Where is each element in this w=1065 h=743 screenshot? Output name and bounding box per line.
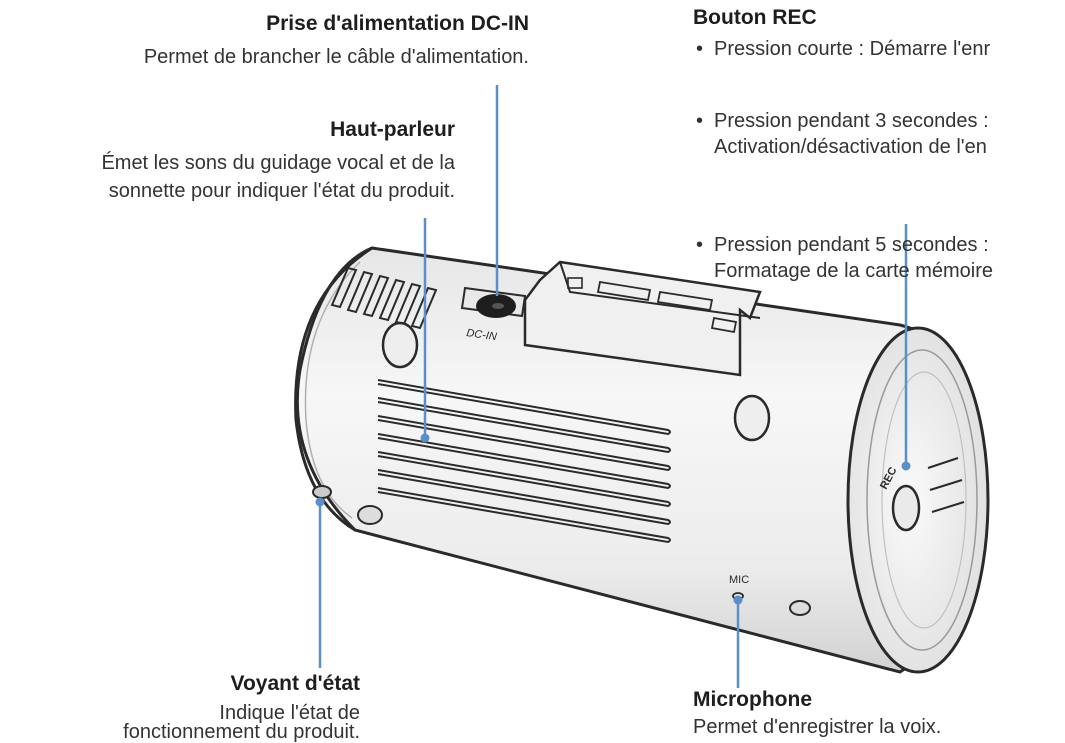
dcin-desc: Permet de brancher le câble d'alimentati… [143,46,529,68]
status-desc-line1: Indique l'état de [219,702,360,724]
side-circle-left [381,321,419,369]
status-led-shape [312,485,332,499]
dcin-socket [460,286,527,318]
rec-item-2-line1: Pression pendant 3 secondes : [714,110,989,132]
top-vents [330,266,438,330]
rec-item-2: • Pression pendant 3 secondes : Activati… [696,108,1065,160]
leader-dot-rec [901,461,911,471]
mount-bracket [523,260,762,377]
dcin-mark: DC-IN [466,327,498,343]
bullet: • [696,38,704,60]
rec-item-2-line2: Activation/désactivation de l'en [714,136,987,158]
rec-item-3-line1: Pression pendant 5 secondes : [714,234,989,256]
leader-dot-speaker [420,433,430,443]
status-title: Voyant d'état [230,672,360,695]
speaker-desc-line1: Émet les sons du guidage vocal et de la [101,152,455,174]
rec-item-1-text: Pression courte : Démarre l'enr [714,38,991,60]
side-circle-right [733,394,771,442]
status-desc-line2: fonctionnement du produit. [123,721,360,743]
rec-item-1: • Pression courte : Démarre l'enr [696,36,1065,62]
bottom-hole [357,505,383,525]
bullet: • [696,110,704,132]
dcin-title: Prise d'alimentation DC-IN [266,12,529,35]
camera-rear-end [294,246,373,532]
leader-dots [315,433,911,605]
mic-mark: MIC [729,574,749,586]
speaker-desc-line2: sonnette pour indiquer l'état du produit… [108,180,455,202]
rec-item-3-line2: Formatage de la carte mémoire [714,260,994,282]
bullet: • [696,234,704,256]
leader-dot-mic [733,595,743,605]
leader-dot-status [315,497,325,507]
rec-button-shape [891,484,921,532]
leader-lines [318,85,908,688]
rec-item-3: • Pression pendant 5 secondes : Formatag… [696,232,1065,284]
mic-title: Microphone [693,688,812,711]
mic-desc: Permet d'enregistrer la voix. [693,716,942,738]
bottom-hole-right [789,600,811,616]
speaker-title: Haut-parleur [330,118,455,141]
rec-title: Bouton REC [693,6,817,29]
speaker-grille [377,379,671,544]
